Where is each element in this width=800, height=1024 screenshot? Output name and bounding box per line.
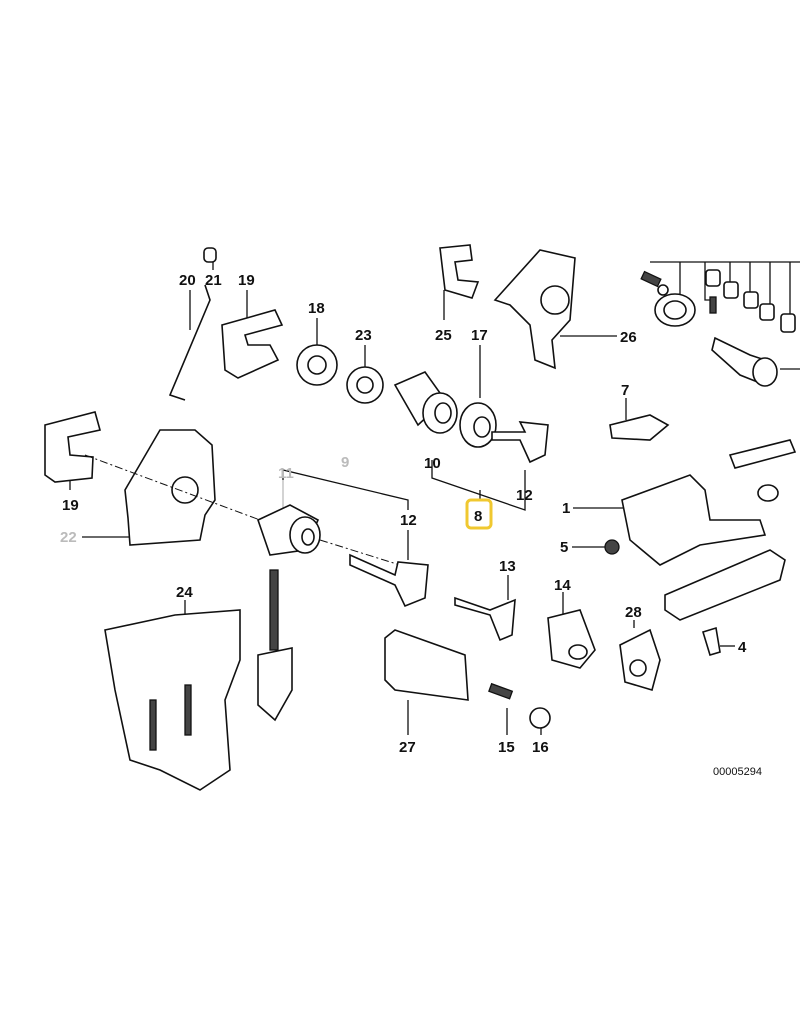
- label-26[interactable]: 26: [620, 329, 637, 346]
- label-18[interactable]: 18: [308, 300, 325, 317]
- label-11[interactable]: 11: [278, 465, 294, 482]
- label-24[interactable]: 24: [176, 584, 193, 601]
- label-15[interactable]: 15: [498, 739, 515, 756]
- label-25[interactable]: 25: [435, 327, 452, 344]
- label-16[interactable]: 16: [532, 739, 549, 756]
- highlight-box: [465, 498, 493, 530]
- label-4[interactable]: 4: [738, 639, 747, 656]
- label-12-upper[interactable]: 12: [516, 487, 533, 504]
- label-17[interactable]: 17: [471, 327, 488, 344]
- part-labels: 20 21 19 18 23 25 17 26 7 19 22 11 9 10 …: [60, 272, 762, 778]
- part-illustrations: [44, 244, 797, 791]
- label-28[interactable]: 28: [625, 604, 642, 621]
- label-5[interactable]: 5: [560, 539, 568, 556]
- label-21[interactable]: 21: [205, 272, 222, 289]
- label-22[interactable]: 22: [60, 529, 77, 546]
- label-19-top[interactable]: 19: [238, 272, 255, 289]
- reference-number: 00005294: [713, 766, 762, 778]
- label-7[interactable]: 7: [621, 382, 629, 399]
- label-12-lower[interactable]: 12: [400, 512, 417, 529]
- label-14[interactable]: 14: [554, 577, 571, 594]
- label-1[interactable]: 1: [562, 500, 570, 517]
- leader-lines: [69, 255, 800, 735]
- label-13[interactable]: 13: [499, 558, 516, 575]
- label-27[interactable]: 27: [399, 739, 416, 756]
- label-9[interactable]: 9: [341, 454, 349, 471]
- label-23[interactable]: 23: [355, 327, 372, 344]
- label-19-left[interactable]: 19: [62, 497, 79, 514]
- label-8[interactable]: 8: [474, 508, 482, 525]
- label-10[interactable]: 10: [424, 455, 441, 472]
- label-20[interactable]: 20: [179, 272, 196, 289]
